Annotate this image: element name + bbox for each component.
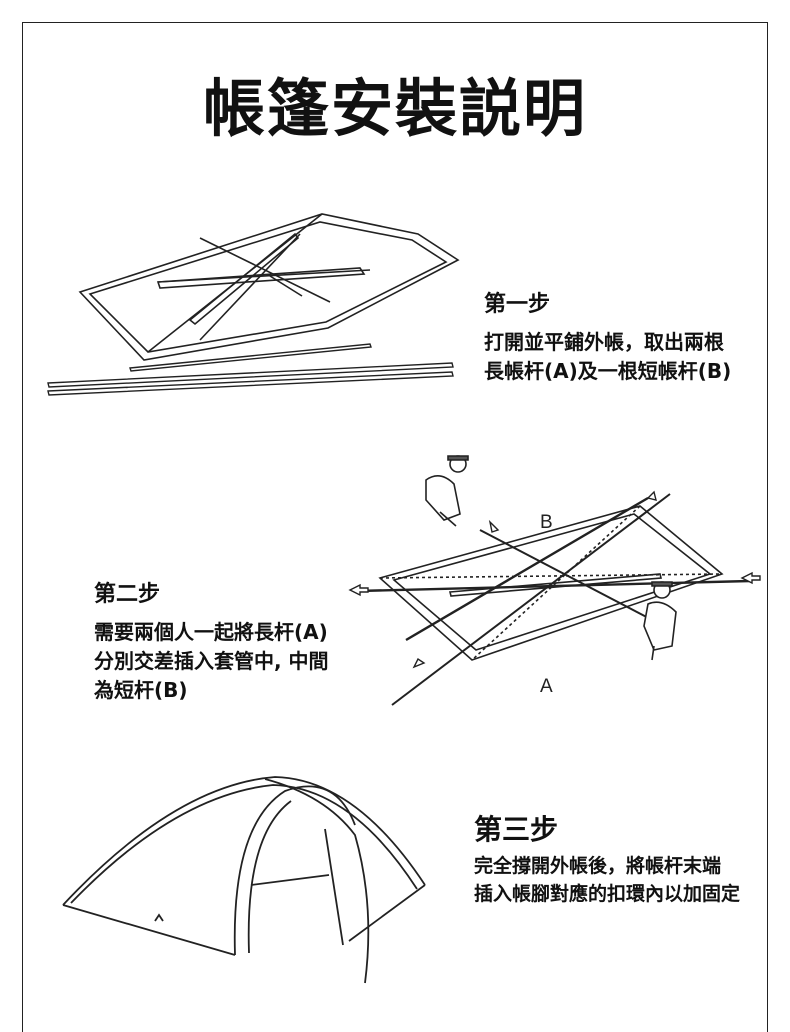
step2-heading: 第二步 [94,582,161,607]
step1-heading: 第一步 [484,292,551,317]
pole-a-label: A [540,676,553,697]
pole-b-label: B [540,512,553,533]
tent-pitched-illustration [62,776,426,984]
page-frame [22,22,768,1032]
person-icon [425,455,469,527]
page-title: 帳篷安裝説明 [202,72,587,145]
step3-body: 完全撐開外帳後，將帳杆末端 插入帳腳對應的扣環內以加固定 [474,855,741,905]
person-icon [643,581,677,661]
step3-heading: 第三步 [474,813,559,846]
step1-body: 打開並平鋪外帳，取出兩根 長帳杆(A)及一根短帳杆(B) [484,330,732,383]
tent-poles-insert-illustration [348,455,761,706]
tent-flat-illustration [47,213,460,396]
step2-body: 需要兩個人一起將長杆(A) 分別交差插入套管中, 中間 為短杆(B) [94,620,329,702]
